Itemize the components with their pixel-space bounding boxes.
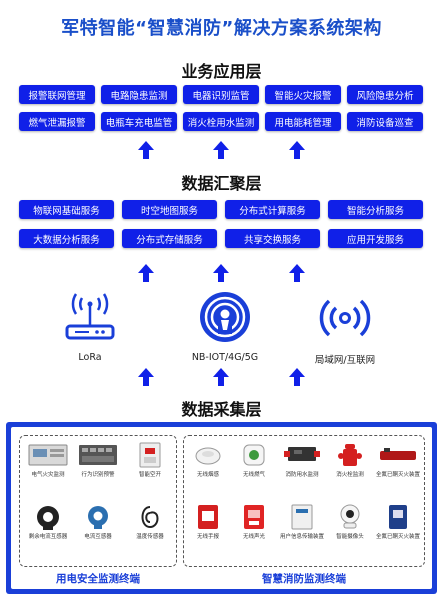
business-service-item[interactable]: 用电能耗管理	[265, 112, 341, 131]
network-label: LoRa	[78, 352, 102, 363]
device-item[interactable]: 电气火灾监测	[26, 442, 70, 478]
device-label: 行为识别预警	[81, 472, 115, 478]
device-item[interactable]: 全氟已酮灭火装置	[376, 504, 420, 540]
manual-alarm-icon	[188, 504, 228, 530]
business-service-item[interactable]: 电器识别监管	[183, 85, 259, 104]
data-service-item[interactable]: 分布式存储服务	[122, 229, 217, 248]
business-layer-title: 业务应用层	[181, 62, 262, 81]
device-label: 无线声光	[242, 534, 265, 540]
network-lora: LoRa	[50, 292, 130, 363]
arrow-row	[0, 368, 443, 388]
up-arrow-icon	[289, 141, 305, 159]
device-item[interactable]: 用户信息传输装置	[280, 504, 324, 540]
device-label: 剩余电流互感器	[28, 534, 68, 540]
data-service-item[interactable]: 分布式计算服务	[225, 200, 320, 219]
fire-monitoring-label: 智慧消防监测终端	[262, 573, 346, 585]
arrow-row	[0, 264, 443, 284]
up-arrow-icon	[289, 368, 305, 386]
extinguisher-panel-icon	[378, 504, 418, 530]
device-item[interactable]: 智能摄像头	[328, 504, 372, 540]
device-label: 全氟已酮灭火装置	[376, 472, 421, 478]
business-service-item[interactable]: 电瓶车充电监管	[101, 112, 177, 131]
page-title: 军特智能“智慧消防”解决方案系统架构	[61, 18, 382, 39]
fire-monitoring-panel: 无线烟感 无线燃气 消防用水监测 消火栓监测	[183, 435, 425, 567]
business-services-grid: 报警联网管理 电路隐患监测 电器识别监管 智能火灾报警 风险隐患分析 燃气泄漏报…	[19, 85, 423, 131]
up-arrow-icon	[213, 141, 229, 159]
device-item[interactable]: 无线手报	[186, 504, 230, 540]
data-service-item[interactable]: 物联网基础服务	[19, 200, 114, 219]
device-label: 全氟已酮灭火装置	[376, 534, 421, 540]
router-icon	[65, 293, 115, 340]
device-item[interactable]: 无线烟感	[186, 442, 230, 478]
hydrant-monitor-icon	[330, 442, 370, 468]
data-service-item[interactable]: 大数据分析服务	[19, 229, 114, 248]
device-item[interactable]: 剩余电流互感器	[26, 504, 70, 540]
business-service-item[interactable]: 电路隐患监测	[101, 85, 177, 104]
device-label: 消火栓监测	[336, 472, 364, 478]
network-label: NB-IOT/4G/5G	[191, 352, 259, 363]
device-item[interactable]: 消火栓监测	[328, 442, 372, 478]
business-service-item[interactable]: 报警联网管理	[19, 85, 95, 104]
behavior-recognition-icon	[78, 442, 118, 468]
data-service-item[interactable]: 智能分析服务	[328, 200, 423, 219]
electrical-safety-label: 用电安全监测终端	[56, 573, 140, 585]
network-cellular: NB-IOT/4G/5G	[175, 290, 275, 363]
device-item[interactable]: 行为识别预警	[76, 442, 120, 478]
device-item[interactable]: 智能空开	[128, 442, 172, 478]
device-item[interactable]: 全氟已酮灭火装置	[376, 442, 420, 478]
device-label: 温度传感器	[136, 534, 164, 540]
up-arrow-icon	[138, 141, 154, 159]
device-item[interactable]: 温度传感器	[128, 504, 172, 540]
collect-layer-box: 电气火灾监测 行为识别预警 智能空开 剩余电流互感器	[6, 422, 437, 594]
up-arrow-icon	[213, 264, 229, 282]
electrical-safety-panel: 电气火灾监测 行为识别预警 智能空开 剩余电流互感器	[19, 435, 177, 567]
device-label: 智能空开	[138, 472, 161, 478]
data-layer-title: 数据汇聚层	[181, 174, 262, 193]
transmission-device-icon	[282, 504, 322, 530]
device-label: 消防用水监测	[285, 472, 319, 478]
device-item[interactable]: 消防用水监测	[280, 442, 324, 478]
network-lan: 局域网/互联网	[300, 292, 390, 366]
water-monitor-icon	[282, 442, 322, 468]
device-label: 无线燃气	[242, 472, 265, 478]
smoke-detector-icon	[188, 442, 228, 468]
data-service-item[interactable]: 应用开发服务	[328, 229, 423, 248]
business-service-item[interactable]: 消火栓用水监测	[183, 112, 259, 131]
collect-layer-title: 数据采集层	[181, 400, 262, 419]
business-service-item[interactable]: 风险隐患分析	[347, 85, 423, 104]
current-transformer-icon	[78, 504, 118, 530]
device-label: 智能摄像头	[336, 534, 364, 540]
data-service-item[interactable]: 时空地图服务	[122, 200, 217, 219]
device-label: 用户信息传输装置	[280, 534, 325, 540]
device-label: 无线手报	[196, 534, 219, 540]
up-arrow-icon	[138, 368, 154, 386]
up-arrow-icon	[289, 264, 305, 282]
extinguisher-device-icon	[378, 442, 418, 468]
device-label: 电气火灾监测	[31, 472, 65, 478]
gas-detector-icon	[234, 442, 274, 468]
cellular-signal-icon	[200, 292, 250, 342]
device-item[interactable]: 无线燃气	[232, 442, 276, 478]
device-item[interactable]: 电流互感器	[76, 504, 120, 540]
arrow-row	[0, 141, 443, 161]
collect-layer-inner: 电气火灾监测 行为识别预警 智能空开 剩余电流互感器	[11, 427, 432, 589]
up-arrow-icon	[213, 368, 229, 386]
up-arrow-icon	[138, 264, 154, 282]
smart-breaker-icon	[130, 442, 170, 468]
residual-current-transformer-icon	[28, 504, 68, 530]
device-label: 无线烟感	[196, 472, 219, 478]
business-service-item[interactable]: 消防设备巡查	[347, 112, 423, 131]
data-services-grid: 物联网基础服务 时空地图服务 分布式计算服务 智能分析服务 大数据分析服务 分布…	[19, 200, 423, 248]
data-service-item[interactable]: 共享交换服务	[225, 229, 320, 248]
sound-light-alarm-icon	[234, 504, 274, 530]
temperature-sensor-icon	[130, 504, 170, 530]
smart-camera-icon	[330, 504, 370, 530]
device-item[interactable]: 无线声光	[232, 504, 276, 540]
device-label: 电流互感器	[84, 534, 112, 540]
electrical-fire-monitor-icon	[28, 442, 68, 468]
business-service-item[interactable]: 智能火灾报警	[265, 85, 341, 104]
network-label: 局域网/互联网	[314, 355, 376, 366]
business-service-item[interactable]: 燃气泄漏报警	[19, 112, 95, 131]
wireless-signal-icon	[319, 299, 371, 337]
